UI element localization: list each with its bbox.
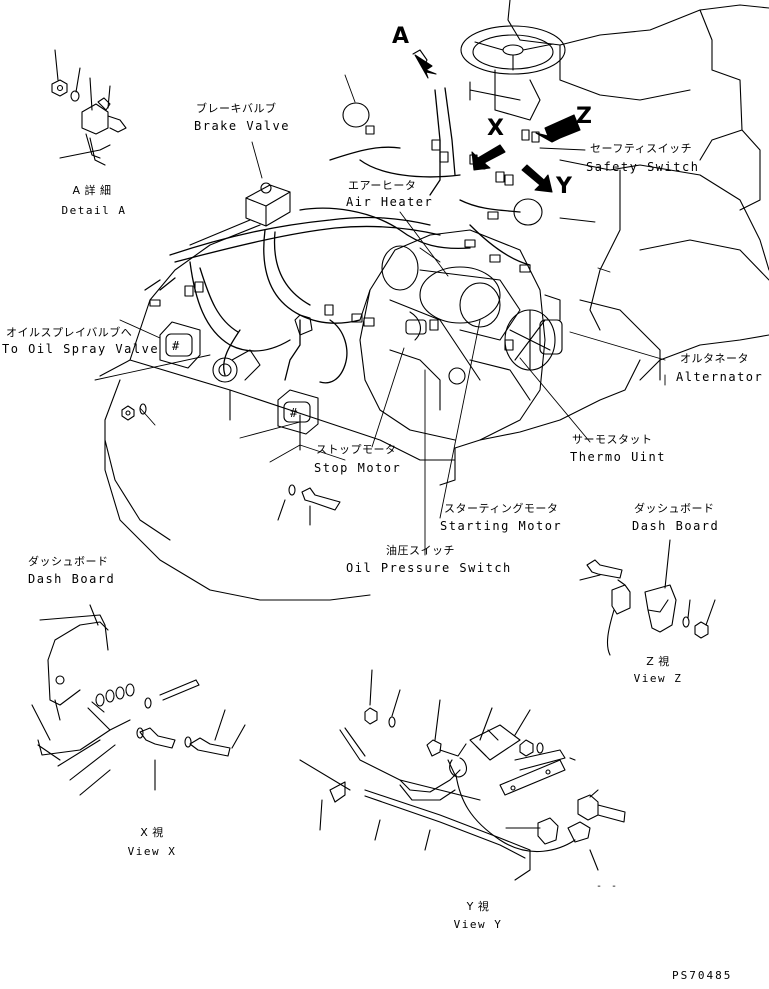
dash-board-left-label-jp: ダッシュボード	[28, 555, 109, 568]
air-heater-label-en: Air Heater	[346, 195, 434, 209]
air-heater-label-jp: エアーヒータ	[348, 179, 417, 192]
view-z-drawing	[579, 539, 716, 656]
headlight-left: #	[159, 321, 201, 369]
view-arrow-x	[471, 144, 506, 171]
thermo-unit-label-jp: サーモスタット	[572, 433, 653, 446]
starting-motor-label-en: Starting Motor	[440, 519, 563, 533]
dash-mark: - -	[596, 881, 619, 892]
brake-valve-label-en: Brake Valve	[194, 119, 290, 133]
view-arrow-a	[412, 49, 437, 79]
oil-spray-valve-label-jp: オイルスプレイバルブへ	[6, 326, 133, 339]
view-arrow-label-x: X	[487, 116, 504, 141]
oil-spray-valve-label-en: To Oil Spray Valve	[2, 342, 160, 356]
svg-text:#: #	[290, 406, 298, 420]
view-arrow-label-z: Z	[576, 104, 592, 129]
alternator-label-jp: オルタネータ	[680, 352, 749, 365]
dash-board-right-label-en: Dash Board	[632, 519, 720, 533]
part-code: PS70485	[672, 969, 733, 982]
steering-wheel	[460, 25, 566, 121]
fasteners-body	[121, 403, 341, 526]
oil-pressure-switch-label-jp: 油圧スイッチ	[386, 544, 455, 557]
view-y-title-en: View Y	[453, 918, 503, 931]
thermo-unit-label-en: Thermo Uint	[570, 450, 666, 464]
view-arrow-label-y: Y	[556, 174, 572, 199]
leader-lines	[94, 74, 666, 556]
view-arrow-label-a: A	[392, 24, 410, 49]
stop-motor-label-en: Stop Motor	[314, 461, 402, 475]
horn	[212, 349, 261, 383]
brake-valve-part	[245, 182, 291, 227]
lamp-round	[342, 102, 543, 226]
starter-relay	[294, 311, 421, 341]
detail-a-drawing	[51, 49, 127, 166]
view-x-title-en: View X	[127, 845, 177, 858]
stop-motor-label-jp: ストップモータ	[316, 443, 397, 456]
body-outline	[99, 159, 769, 601]
starting-motor-label-jp: スターティングモータ	[444, 502, 559, 515]
alternator-fan	[504, 294, 563, 371]
safety-switch-label-en: Safety Switch	[586, 160, 700, 174]
view-z-title-jp: Z 視	[646, 655, 670, 668]
view-y-drawing	[299, 669, 626, 881]
safety-switch-label-jp: セーフティスイッチ	[590, 142, 693, 155]
view-y-title-jp: Y 視	[466, 900, 490, 913]
oil-pressure-switch-label-en: Oil Pressure Switch	[346, 561, 512, 575]
dash-board-left-label-en: Dash Board	[28, 572, 116, 586]
brake-valve-label-jp: ブレーキバルブ	[196, 102, 277, 115]
svg-text:#: #	[172, 339, 180, 353]
engine-block	[359, 229, 546, 441]
dash-board-right-label-jp: ダッシュボード	[634, 502, 715, 515]
view-arrow-z	[535, 114, 581, 143]
headlight-front: #	[277, 389, 319, 435]
seat-outline	[507, 0, 769, 211]
alternator-label-en: Alternator	[676, 370, 764, 384]
view-z-title-en: View Z	[633, 672, 683, 685]
view-arrow-y	[521, 164, 553, 193]
detail-a-title-jp: A 詳 細	[72, 184, 112, 197]
view-x-title-jp: X 視	[140, 826, 164, 839]
view-x-drawing	[31, 604, 246, 796]
detail-a-title-en: Detail A	[61, 204, 127, 217]
wiring-harness	[144, 87, 531, 384]
